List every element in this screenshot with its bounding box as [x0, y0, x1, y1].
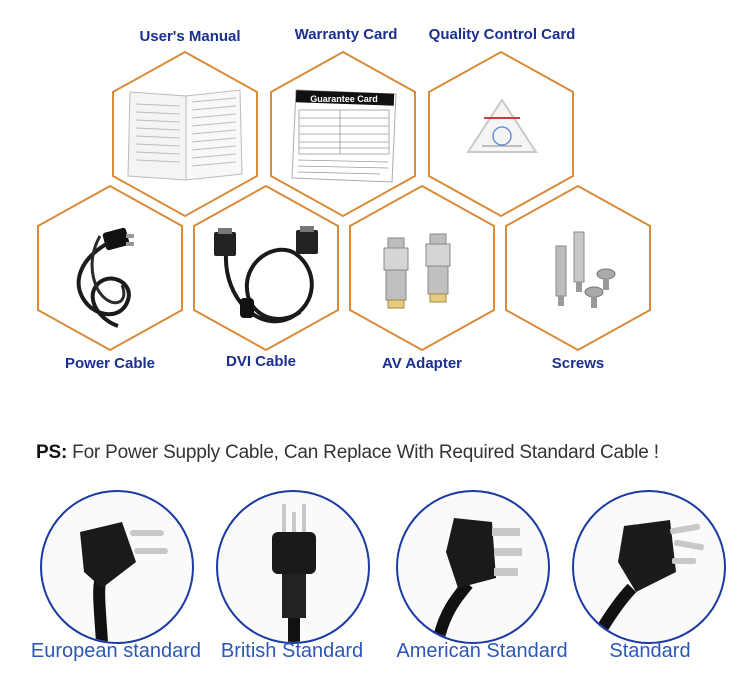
plug-standards: European standard British Standard Ameri… — [0, 480, 750, 682]
hexagon-grid: Guarantee Card — [37, 50, 651, 352]
warranty-card-icon: Guarantee Card — [291, 89, 397, 183]
american-plug-icon — [432, 518, 522, 642]
plug-circle-standard — [572, 490, 726, 644]
hex-av — [349, 184, 495, 352]
label-warranty-card: Warranty Card — [294, 26, 398, 43]
av-adapter-icon — [383, 233, 451, 309]
label-users-manual: User's Manual — [139, 28, 241, 45]
label-av-adapter: AV Adapter — [381, 355, 463, 372]
qc-sticker-icon — [466, 98, 538, 153]
label-american-standard: American Standard — [396, 640, 568, 662]
plug-circle-british — [216, 490, 370, 644]
ps-text: For Power Supply Cable, Can Replace With… — [67, 442, 659, 463]
label-standard: Standard — [609, 640, 691, 662]
plug-circle-american — [396, 490, 550, 644]
standard-plug-icon — [588, 520, 704, 642]
plug-circle-european — [40, 490, 194, 644]
label-dvi-cable: DVI Cable — [225, 353, 297, 370]
dvi-cable-icon — [214, 226, 318, 324]
accessories-section: Guarantee Card — [37, 26, 651, 372]
ps-note: PS: For Power Supply Cable, Can Replace … — [36, 442, 659, 464]
british-plug-icon — [272, 504, 316, 642]
ps-prefix: PS: — [36, 442, 68, 463]
warranty-card-title: Guarantee Card — [310, 94, 378, 104]
label-power-cable: Power Cable — [64, 355, 156, 372]
label-british-standard: British Standard — [220, 640, 364, 662]
hex-dvi — [193, 184, 339, 352]
label-european-standard: European standard — [30, 640, 202, 662]
manual-icon — [127, 89, 243, 181]
label-quality-control-card: Quality Control Card — [428, 26, 576, 43]
power-cable-icon — [76, 227, 134, 328]
hex-power — [37, 184, 183, 352]
screws-icon — [555, 231, 616, 308]
label-screws: Screws — [551, 355, 605, 372]
european-plug-icon — [80, 522, 168, 642]
